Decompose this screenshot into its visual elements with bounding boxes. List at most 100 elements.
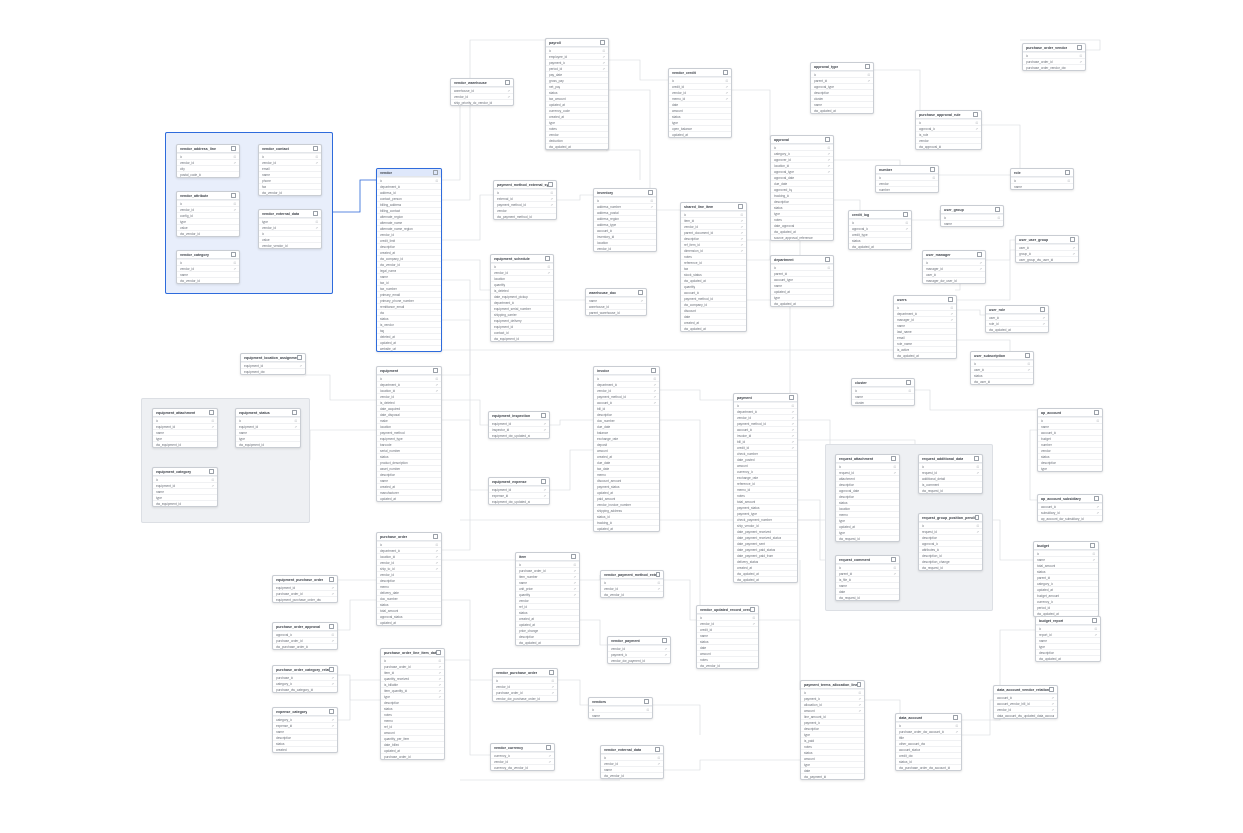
- table-header[interactable]: budget: [1034, 542, 1098, 550]
- field-row[interactable]: purchase_order_vendor_dw: [1023, 64, 1085, 70]
- table-header[interactable]: vendor_purchase_order: [493, 669, 557, 677]
- field-row[interactable]: role_name: [894, 340, 956, 346]
- field-row[interactable]: dw_updated_at: [1036, 655, 1100, 661]
- field-row[interactable]: discount_amount: [594, 477, 659, 483]
- field-row[interactable]: id⚿: [153, 417, 217, 423]
- field-row[interactable]: tracking_id: [771, 192, 833, 198]
- field-row[interactable]: dw_company_id: [681, 301, 746, 307]
- table-header[interactable]: request_additional_data: [919, 455, 982, 463]
- field-row[interactable]: purchase_order_dw_account_id↗: [896, 728, 961, 734]
- field-row[interactable]: attachment: [836, 475, 899, 481]
- table-menu-icon[interactable]: [329, 667, 334, 672]
- field-row[interactable]: status: [669, 113, 731, 119]
- table-menu-icon[interactable]: [825, 137, 830, 142]
- field-row[interactable]: status: [1038, 453, 1102, 459]
- field-row[interactable]: dw_equipment_id: [236, 441, 300, 447]
- field-row[interactable]: id⚿: [681, 211, 746, 217]
- table-menu-icon[interactable]: [329, 577, 334, 582]
- field-row[interactable]: id⚿: [1034, 550, 1098, 556]
- table-menu-icon[interactable]: [977, 252, 982, 257]
- field-row[interactable]: created_at: [377, 483, 441, 489]
- field-row[interactable]: total_amount: [377, 607, 441, 613]
- table-menu-icon[interactable]: [655, 747, 660, 752]
- table-menu-icon[interactable]: [231, 252, 236, 257]
- table-vendor-payment-method-sync[interactable]: vendor_payment_method_external_dataid⚿ve…: [600, 570, 664, 598]
- field-row[interactable]: notes: [681, 253, 746, 259]
- field-row[interactable]: name: [377, 477, 441, 483]
- field-row[interactable]: dw_updated_at: [546, 143, 608, 149]
- table-header[interactable]: purchase_order: [377, 533, 441, 541]
- field-row[interactable]: type: [771, 210, 833, 216]
- field-row[interactable]: ref_item_id↗: [681, 241, 746, 247]
- field-row[interactable]: type⚿: [259, 218, 321, 224]
- field-row[interactable]: approval_id: [919, 540, 982, 546]
- field-row[interactable]: equipment_id↗: [236, 423, 300, 429]
- field-row[interactable]: date_payment_received: [734, 528, 797, 534]
- field-row[interactable]: account_status: [896, 746, 961, 752]
- field-row[interactable]: amount: [801, 755, 864, 761]
- field-row[interactable]: tag: [377, 327, 441, 333]
- field-row[interactable]: serial_number: [377, 447, 441, 453]
- field-row[interactable]: department_id↗: [594, 381, 659, 387]
- field-row[interactable]: description↗: [681, 235, 746, 241]
- field-row[interactable]: status: [516, 609, 579, 615]
- field-row[interactable]: dw_vendor_id: [697, 662, 758, 668]
- field-row[interactable]: created_at: [734, 564, 797, 570]
- table-header[interactable]: equipment_status: [236, 409, 300, 417]
- field-row[interactable]: paid_amount: [594, 495, 659, 501]
- field-row[interactable]: type: [801, 731, 864, 737]
- table-header[interactable]: equipment_purchase_order: [273, 576, 337, 584]
- field-row[interactable]: id⚿: [876, 174, 938, 180]
- table-menu-icon[interactable]: [651, 368, 656, 373]
- table-header[interactable]: user_manager: [923, 251, 985, 259]
- table-header[interactable]: vendor_payment_method_external_data: [601, 571, 663, 579]
- table-menu-icon[interactable]: [545, 256, 550, 261]
- field-row[interactable]: id⚿: [259, 153, 321, 159]
- field-row[interactable]: id⚿: [377, 541, 441, 547]
- field-row[interactable]: department_id↗: [377, 547, 441, 553]
- field-row[interactable]: quantity_per_item: [381, 735, 444, 741]
- table-menu-icon[interactable]: [231, 146, 236, 151]
- field-row[interactable]: purchase_order_id↗: [273, 637, 337, 643]
- field-row[interactable]: postal_code_id: [177, 171, 239, 177]
- table-menu-icon[interactable]: [638, 290, 643, 295]
- field-row[interactable]: parent_document_id↗: [681, 229, 746, 235]
- table-menu-icon[interactable]: [948, 297, 953, 302]
- field-row[interactable]: status: [377, 453, 441, 459]
- table-menu-icon[interactable]: [1094, 496, 1099, 501]
- field-row[interactable]: equipment_id↗: [489, 420, 549, 426]
- field-row[interactable]: dw_request_id: [919, 564, 982, 570]
- table-menu-icon[interactable]: [953, 715, 958, 720]
- field-row[interactable]: phone: [259, 177, 321, 183]
- table-header[interactable]: ap_account: [1038, 409, 1102, 417]
- field-row[interactable]: id⚿: [546, 47, 608, 53]
- field-row[interactable]: dw_updated_at: [681, 277, 746, 283]
- field-row[interactable]: vendor: [876, 180, 938, 186]
- field-row[interactable]: date_payment_received_status: [734, 534, 797, 540]
- field-row[interactable]: address_number↗: [594, 203, 656, 209]
- field-row[interactable]: updated_at: [546, 101, 608, 107]
- table-menu-icon[interactable]: [973, 112, 978, 117]
- table-menu-icon[interactable]: [1092, 618, 1097, 623]
- field-row[interactable]: address_postal: [594, 209, 656, 215]
- field-row[interactable]: amount↗: [801, 707, 864, 713]
- field-row[interactable]: status_id: [594, 513, 659, 519]
- field-row[interactable]: vendor_id↗: [594, 387, 659, 393]
- field-row[interactable]: department_id: [377, 183, 441, 189]
- table-menu-icon[interactable]: [723, 70, 728, 75]
- field-row[interactable]: status: [836, 499, 899, 505]
- field-row[interactable]: vendor_id: [377, 231, 441, 237]
- field-row[interactable]: primary_email: [377, 291, 441, 297]
- field-row[interactable]: description_change: [919, 558, 982, 564]
- field-row[interactable]: period_id: [1034, 604, 1098, 610]
- table-header[interactable]: vendor_category: [177, 251, 239, 259]
- field-row[interactable]: name: [153, 429, 217, 435]
- field-row[interactable]: memo: [594, 471, 659, 477]
